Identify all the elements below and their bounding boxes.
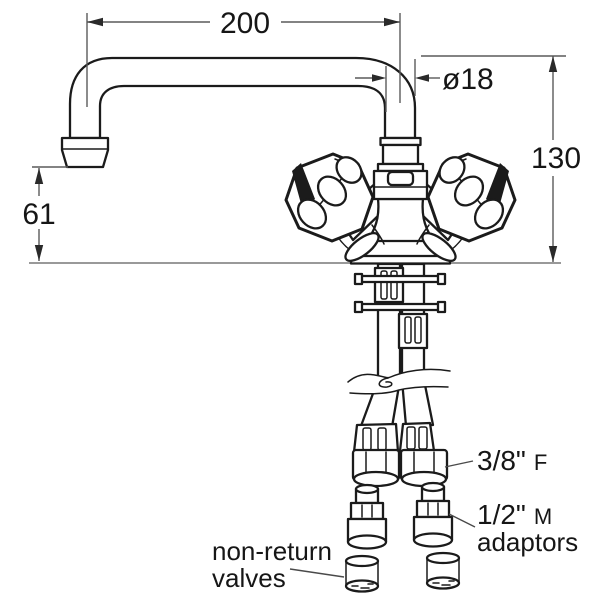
dim-spout-diameter: ø18 xyxy=(442,63,494,96)
spout-aerator xyxy=(60,136,110,169)
leader-adaptor xyxy=(448,513,476,528)
hose-nut-left xyxy=(351,448,401,488)
handle-bell xyxy=(421,232,457,262)
non-return-valve-left xyxy=(344,554,380,593)
left-handle xyxy=(284,152,385,262)
dimension-61: 61 xyxy=(22,166,68,261)
arrow-down-icon xyxy=(34,245,44,261)
dim-height: 130 xyxy=(531,142,581,175)
non-return-valve-right xyxy=(425,551,461,590)
leader-hose-nut xyxy=(444,460,474,468)
label-non-return-line1: non-return xyxy=(212,536,332,566)
arrow-down-icon xyxy=(548,246,558,262)
mounting-hardware xyxy=(353,262,447,380)
supply-hoses xyxy=(347,368,451,488)
mounting-stud-upper xyxy=(359,274,441,284)
adaptor-right xyxy=(412,481,454,548)
hose-nut-right xyxy=(399,448,449,488)
handle-bell xyxy=(344,232,380,262)
leader-non-return xyxy=(289,568,345,578)
right-handle xyxy=(416,152,517,262)
mounting-stud-lower xyxy=(359,302,441,312)
handle-facets xyxy=(438,156,505,230)
dimension-diameter: ø18 xyxy=(355,59,494,112)
adaptor-left xyxy=(346,483,388,550)
left-hose-collar xyxy=(352,422,400,454)
dim-spout-reach: 200 xyxy=(220,7,270,40)
right-shank-nut xyxy=(397,312,429,350)
spout xyxy=(60,56,417,169)
dimension-200: 200 xyxy=(86,7,401,107)
arrow-left-icon xyxy=(415,74,429,82)
label-hose-connector: 3/8"F xyxy=(477,445,547,476)
label-adaptor-size: 1/2"M xyxy=(477,499,552,530)
arrow-up-icon xyxy=(34,168,44,184)
arrow-left-icon xyxy=(87,17,103,27)
right-hose-collar xyxy=(398,421,436,453)
arrow-up-icon xyxy=(548,56,558,72)
dim-clearance: 61 xyxy=(22,198,55,231)
label-non-return-line2: valves xyxy=(212,563,286,593)
arrow-right-icon xyxy=(372,74,386,82)
dimension-130: 130 xyxy=(421,55,581,262)
arrow-right-icon xyxy=(384,17,400,27)
handle-facets xyxy=(296,156,363,230)
label-adaptor-word: adaptors xyxy=(477,527,578,557)
left-shank-nut xyxy=(373,266,405,304)
